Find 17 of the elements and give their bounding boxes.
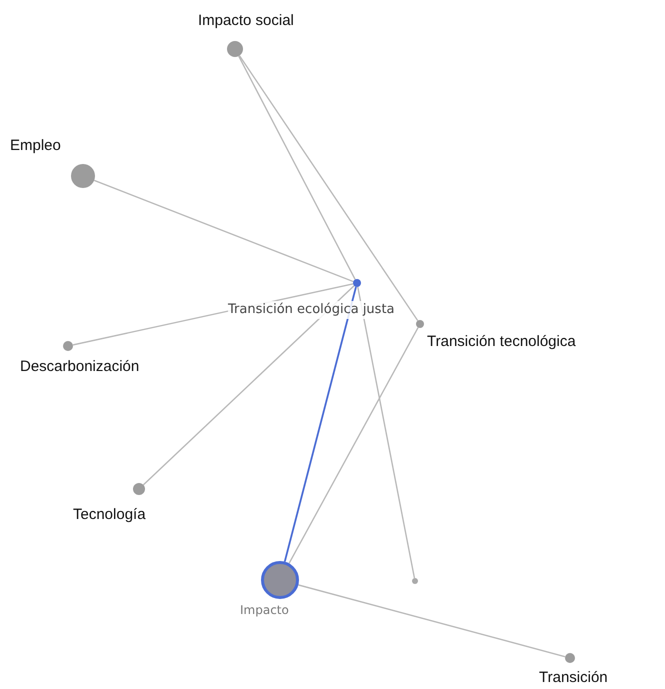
connector-line [142, 285, 355, 486]
node-label: Impacto [240, 602, 289, 619]
network-node [412, 578, 418, 584]
node-label: Descarbonización [20, 358, 140, 376]
connector-line [284, 286, 357, 562]
node-label: Impacto social [198, 12, 294, 30]
connector-line [94, 180, 354, 282]
connector-line [238, 55, 418, 322]
connector-line [238, 56, 356, 280]
connector-line [357, 286, 416, 578]
node-label: Transición [539, 669, 608, 687]
node-label: Transición ecológica justa [228, 301, 395, 319]
node-label: Tecnología [73, 506, 146, 524]
node-label: Empleo [10, 137, 61, 155]
connector-line [298, 584, 566, 658]
node-label: Transición tecnológica [427, 333, 576, 351]
connector-line [288, 327, 419, 564]
